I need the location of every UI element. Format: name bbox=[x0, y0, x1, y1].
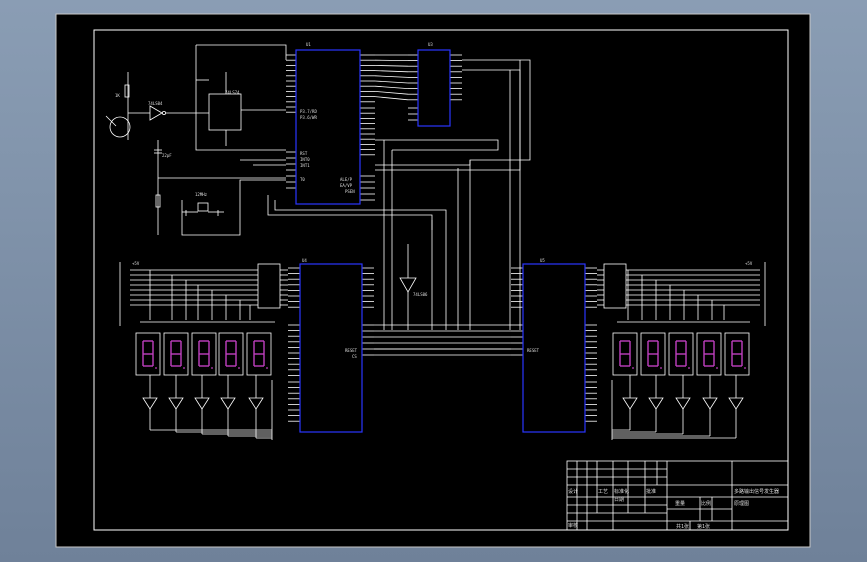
int0-label: INT0 bbox=[300, 157, 310, 162]
u3-chip bbox=[417, 49, 451, 127]
inverter-label: 74LS04 bbox=[148, 101, 163, 106]
scale-label: 比例 bbox=[701, 500, 711, 507]
p37-label: P3.7/RD bbox=[300, 109, 317, 114]
title-text: 多路输出信号发生器 bbox=[734, 488, 779, 495]
sheets-label: 共1张 bbox=[676, 523, 689, 530]
seven-seg-left bbox=[225, 340, 237, 367]
u4-label: U4 bbox=[302, 258, 307, 263]
crystal bbox=[197, 202, 209, 212]
data-bus bbox=[374, 85, 409, 89]
reset-label-right: RESET bbox=[527, 348, 540, 353]
decimal-point bbox=[744, 367, 746, 369]
data-bus bbox=[374, 96, 409, 101]
vcc-left: +5V bbox=[132, 261, 140, 266]
seven-seg-right bbox=[675, 340, 687, 367]
ale-label: ALE/P bbox=[340, 177, 353, 182]
drawing-frame bbox=[93, 29, 789, 531]
t0-label: T0 bbox=[300, 177, 305, 182]
display-frame bbox=[668, 332, 694, 376]
resistor-network-right bbox=[603, 263, 627, 309]
osc-wire bbox=[181, 179, 286, 236]
cross-wire bbox=[375, 69, 521, 171]
decimal-point bbox=[211, 367, 213, 369]
seven-seg-right bbox=[731, 340, 743, 367]
decimal-point bbox=[155, 367, 157, 369]
ea-label: EA/VP bbox=[340, 183, 353, 188]
p36-label: P3.6/WR bbox=[300, 115, 317, 120]
seven-seg-right bbox=[703, 340, 715, 367]
u5-label: U5 bbox=[540, 258, 545, 263]
decimal-point bbox=[660, 367, 662, 369]
data-bus bbox=[374, 65, 409, 67]
display-frame bbox=[191, 332, 217, 376]
seven-seg-right bbox=[619, 340, 631, 367]
data-bus bbox=[374, 70, 409, 73]
display-frame bbox=[724, 332, 750, 376]
std-label: 标准化 bbox=[614, 488, 629, 495]
buffer-label: 74LS06 bbox=[413, 292, 428, 297]
u5-chip bbox=[522, 263, 586, 433]
sheet-label: 第1张 bbox=[697, 523, 710, 530]
display-frame bbox=[135, 332, 161, 376]
transistor-body bbox=[109, 116, 131, 138]
res-label: 1K bbox=[115, 93, 120, 98]
decimal-point bbox=[716, 367, 718, 369]
schematic bbox=[105, 44, 766, 440]
seven-seg-left bbox=[253, 340, 265, 367]
data-bus bbox=[374, 80, 409, 84]
flipflop-box bbox=[208, 93, 242, 131]
cross-wire bbox=[267, 195, 433, 230]
display-frame bbox=[218, 332, 244, 376]
transistor-lead bbox=[105, 115, 117, 127]
decimal-point bbox=[183, 367, 185, 369]
u4-chip bbox=[299, 263, 363, 433]
seven-seg-left bbox=[142, 340, 154, 367]
reset-label-left: RESET bbox=[345, 348, 358, 353]
cs-label: CS bbox=[352, 354, 357, 359]
approver-label: 批准 bbox=[646, 488, 656, 495]
drawing-canvas bbox=[55, 13, 811, 548]
resistor-network-left bbox=[257, 263, 281, 309]
rst-label: RST bbox=[300, 151, 308, 156]
psen-label: PSEN bbox=[345, 189, 355, 194]
u1-chip bbox=[295, 49, 361, 205]
drawing-name: 原理图 bbox=[734, 501, 749, 507]
vcc-right: +5V bbox=[745, 261, 753, 266]
chips bbox=[295, 49, 586, 433]
decimal-point bbox=[238, 367, 240, 369]
inverter-bubble bbox=[161, 111, 166, 116]
display-frame bbox=[246, 332, 272, 376]
seven-seg-left bbox=[198, 340, 210, 367]
cross-wire bbox=[375, 59, 531, 166]
clock-wire bbox=[196, 44, 287, 60]
cap-label: 22pF bbox=[162, 153, 172, 158]
decimal-point bbox=[688, 367, 690, 369]
checker-label: 审核 bbox=[568, 522, 578, 529]
title-block bbox=[566, 460, 789, 531]
date-label: 日期 bbox=[614, 497, 624, 503]
data-bus bbox=[374, 91, 409, 95]
int1-label: INT1 bbox=[300, 163, 310, 168]
decimal-point bbox=[266, 367, 268, 369]
cross-wire bbox=[375, 139, 499, 151]
cross-wire bbox=[274, 200, 447, 228]
data-bus bbox=[374, 75, 409, 78]
display-frame bbox=[696, 332, 722, 376]
u3-label: U3 bbox=[428, 42, 433, 47]
decimal-point bbox=[632, 367, 634, 369]
seven-seg-right bbox=[647, 340, 659, 367]
display-frame bbox=[640, 332, 666, 376]
seven-seg-left bbox=[170, 340, 182, 367]
craft-label: 工艺 bbox=[598, 489, 608, 495]
display-frame bbox=[612, 332, 638, 376]
osc-label: 12MHz bbox=[195, 192, 208, 197]
resistor bbox=[124, 84, 130, 98]
mass-label: 重量 bbox=[675, 500, 685, 507]
designer-label: 设计 bbox=[568, 488, 578, 495]
u1-label: U1 bbox=[306, 42, 311, 47]
ff-label: 74LS74 bbox=[225, 90, 240, 95]
